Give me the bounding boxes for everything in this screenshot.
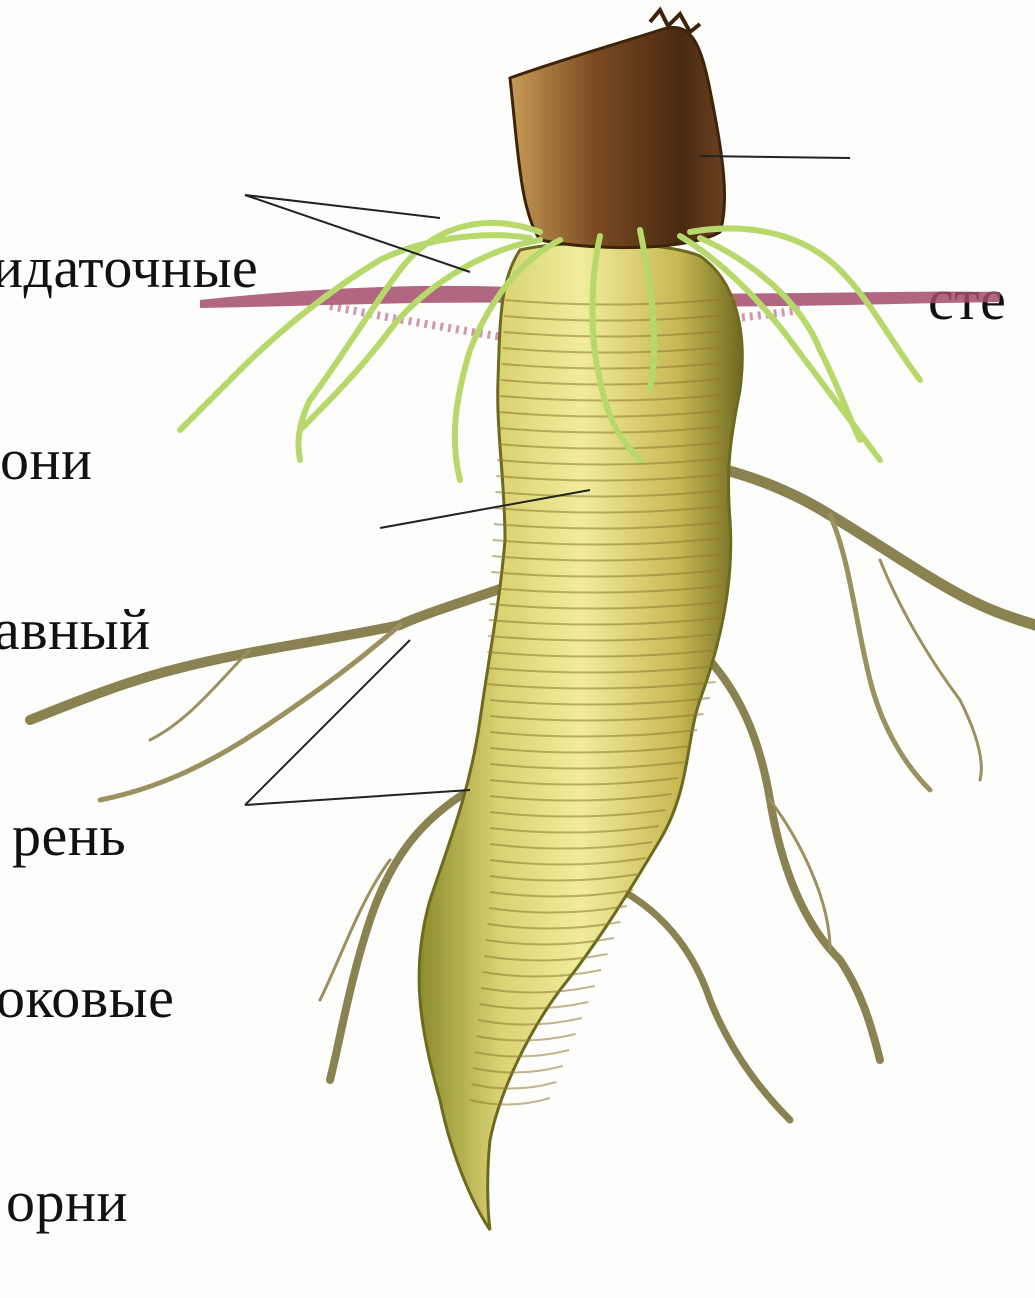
taproot-illustration [0,0,1035,1242]
stem [510,10,725,248]
